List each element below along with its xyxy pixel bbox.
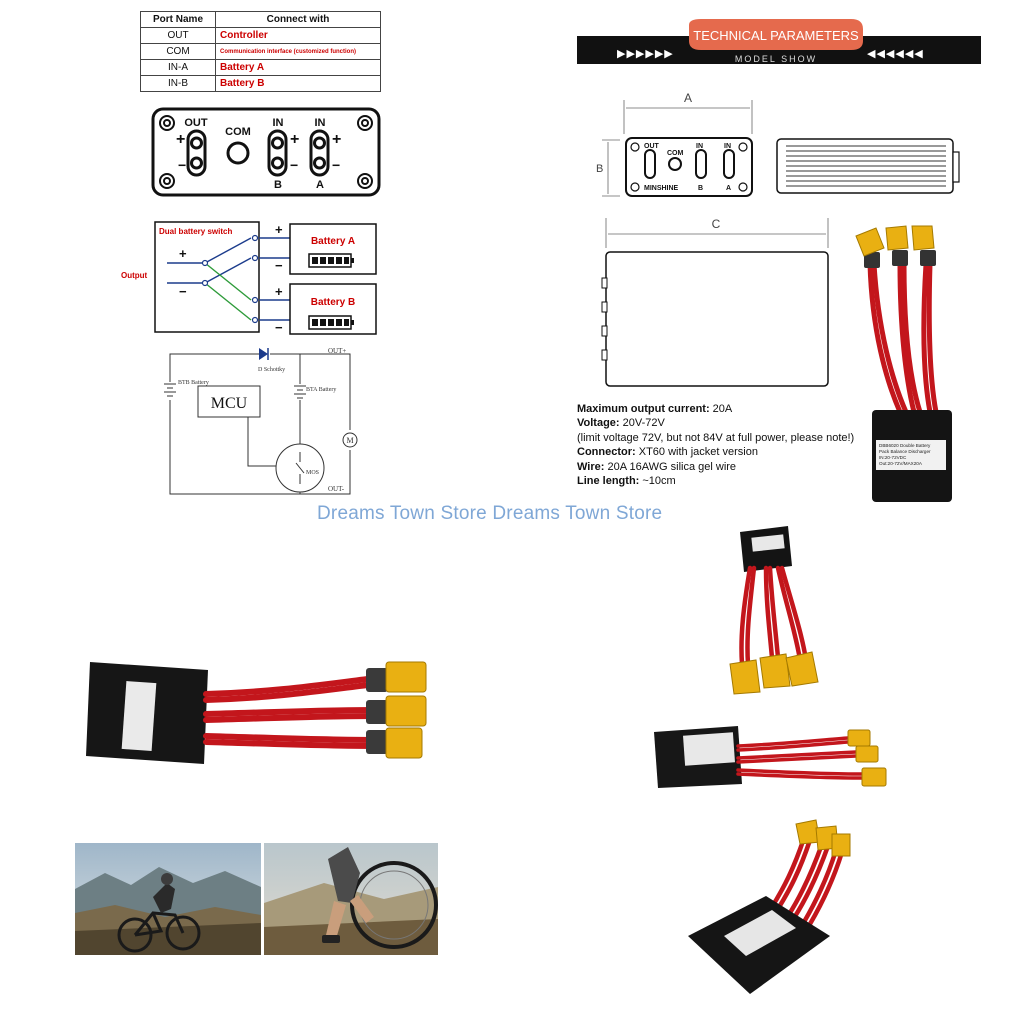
battery-b-box bbox=[289, 283, 377, 335]
dimension-side-drawing bbox=[776, 138, 960, 194]
btb-battery-label: BTB Battery bbox=[178, 380, 209, 386]
drawing-com-label: COM bbox=[667, 150, 684, 157]
battery-a-minus: − bbox=[275, 258, 283, 273]
panel-minus-sign: − bbox=[178, 157, 186, 173]
dim-c-label: C bbox=[712, 217, 721, 231]
panel-com-label: COM bbox=[225, 126, 251, 138]
product-photo-side bbox=[654, 726, 887, 788]
out-minus-label: OUT- bbox=[328, 485, 345, 493]
dimension-top-drawing: C bbox=[601, 217, 829, 387]
banner-subtitle: MODEL SHOW bbox=[735, 54, 817, 64]
dual-battery-switch-diagram: Dual battery switch Output + − + − + − B… bbox=[121, 221, 377, 335]
port-table: Port Name Connect with OUT Controller CO… bbox=[140, 11, 381, 92]
motor-label: M bbox=[346, 436, 353, 445]
output-label: Output bbox=[121, 271, 148, 280]
battery-a-icon bbox=[308, 253, 354, 268]
panel-plus-sign: + bbox=[290, 131, 299, 148]
connect-with: Controller bbox=[215, 27, 381, 44]
connect-with: Communication interface (customized func… bbox=[215, 43, 381, 60]
panel-plus-sign: + bbox=[332, 131, 341, 148]
battery-b-icon bbox=[308, 315, 354, 330]
switch-title: Dual battery switch bbox=[159, 227, 232, 236]
port-name-header: Port Name bbox=[140, 11, 216, 28]
mcu-box bbox=[197, 385, 261, 418]
connect-with: Battery A bbox=[215, 59, 381, 76]
drawing-brand-label: MINSHINE bbox=[644, 185, 679, 192]
drawing-a-label: A bbox=[726, 185, 731, 192]
panel-minus-sign: − bbox=[290, 157, 298, 173]
xt60-connector-icon bbox=[855, 225, 935, 257]
switch-minus: − bbox=[179, 284, 187, 299]
battery-a-plus: + bbox=[275, 222, 283, 237]
battery-b-minus: − bbox=[275, 320, 283, 335]
spec-line: Line length: ~10cm bbox=[577, 475, 676, 488]
motor-icon bbox=[342, 432, 358, 448]
diode-label: D Schottky bbox=[258, 367, 285, 373]
product-photo-top bbox=[729, 526, 819, 695]
dimension-front-drawing: A B OUT COM IN IN B A MINSHINE bbox=[596, 91, 753, 197]
port-panel-diagram: OUT COM IN IN B A + − + − + − bbox=[151, 107, 381, 197]
spec-line: (limit voltage 72V, but not 84V at full … bbox=[577, 431, 855, 444]
mcu-label: MCU bbox=[211, 395, 248, 412]
bta-battery-label: BTA Battery bbox=[306, 387, 336, 393]
product-photo-vertical: DBB6020 Double Battery Pack Balance Disc… bbox=[855, 225, 952, 502]
table-row: IN-A Battery A bbox=[140, 59, 381, 76]
product-photo-angled bbox=[688, 819, 851, 994]
banner-title: TECHNICAL PARAMETERS bbox=[693, 28, 859, 43]
spec-line: Connector: XT60 with jacket version bbox=[577, 446, 758, 459]
technical-parameters-banner: TECHNICAL PARAMETERS MODEL SHOW ▶▶▶▶▶▶ ◀… bbox=[577, 19, 981, 64]
panel-in-a-label: IN bbox=[315, 117, 326, 129]
mountain-bike-photo-2 bbox=[264, 843, 438, 955]
mountain-bike-photo-1 bbox=[75, 843, 261, 955]
port-name: IN-B bbox=[140, 75, 216, 92]
product-label-sticker bbox=[121, 681, 157, 751]
spec-line: Wire: 20A 16AWG silica gel wire bbox=[577, 460, 737, 473]
drawing-out-label: OUT bbox=[644, 143, 660, 150]
product-label-sticker bbox=[876, 440, 946, 470]
dim-b-label: B bbox=[596, 163, 603, 175]
label-line3: IN:20-72VDC bbox=[879, 455, 907, 460]
connect-with: Battery B bbox=[215, 75, 381, 92]
product-photo-horizontal bbox=[86, 661, 427, 764]
panel-b-label: B bbox=[274, 179, 282, 191]
table-row: COM Communication interface (customized … bbox=[140, 43, 381, 60]
port-name: IN-A bbox=[140, 59, 216, 76]
panel-in-b-label: IN bbox=[273, 117, 284, 129]
port-name: OUT bbox=[140, 27, 216, 44]
mos-label: MOS bbox=[306, 470, 319, 476]
table-row: IN-B Battery B bbox=[140, 75, 381, 92]
drawing-in-a-label: IN bbox=[724, 143, 731, 150]
battery-a-box bbox=[289, 223, 377, 275]
panel-minus-sign: − bbox=[332, 157, 340, 173]
panel-out-label: OUT bbox=[184, 117, 208, 129]
label-line1: DBB6020 Double Battery bbox=[879, 443, 931, 448]
panel-plus-sign: + bbox=[176, 131, 185, 148]
specs-list: Maximum output current: 20A Voltage: 20V… bbox=[577, 402, 854, 488]
dim-a-label: A bbox=[684, 91, 692, 105]
arrows-right-icon: ▶▶▶▶▶▶ bbox=[617, 48, 674, 60]
spec-line: Maximum output current: 20A bbox=[577, 403, 733, 415]
arrows-left-icon: ◀◀◀◀◀◀ bbox=[867, 48, 924, 60]
battery-b-plus: + bbox=[275, 284, 283, 299]
label-line2: Pack Balance Discharger bbox=[879, 449, 931, 454]
label-line4: Out:20-72V/MAX20A bbox=[879, 461, 923, 466]
mcu-circuit-diagram: D Schottky BTB Battery BTA Battery MCU M… bbox=[164, 347, 358, 495]
port-name: COM bbox=[140, 43, 216, 60]
battery-b-label: Battery B bbox=[311, 297, 355, 308]
drawing-in-b-label: IN bbox=[696, 143, 703, 150]
panel-a-label: A bbox=[316, 179, 324, 191]
switch-plus: + bbox=[179, 246, 187, 261]
spec-line: Voltage: 20V-72V bbox=[577, 417, 665, 430]
diode-icon bbox=[259, 348, 269, 360]
com-socket bbox=[226, 141, 250, 165]
store-watermark: Dreams Town Store Dreams Town Store bbox=[317, 503, 663, 524]
out-plus-label: OUT+ bbox=[328, 347, 346, 355]
table-row: OUT Controller bbox=[140, 27, 381, 44]
connect-with-header: Connect with bbox=[215, 11, 381, 28]
drawing-b-label: B bbox=[698, 185, 703, 192]
battery-a-label: Battery A bbox=[311, 236, 355, 247]
